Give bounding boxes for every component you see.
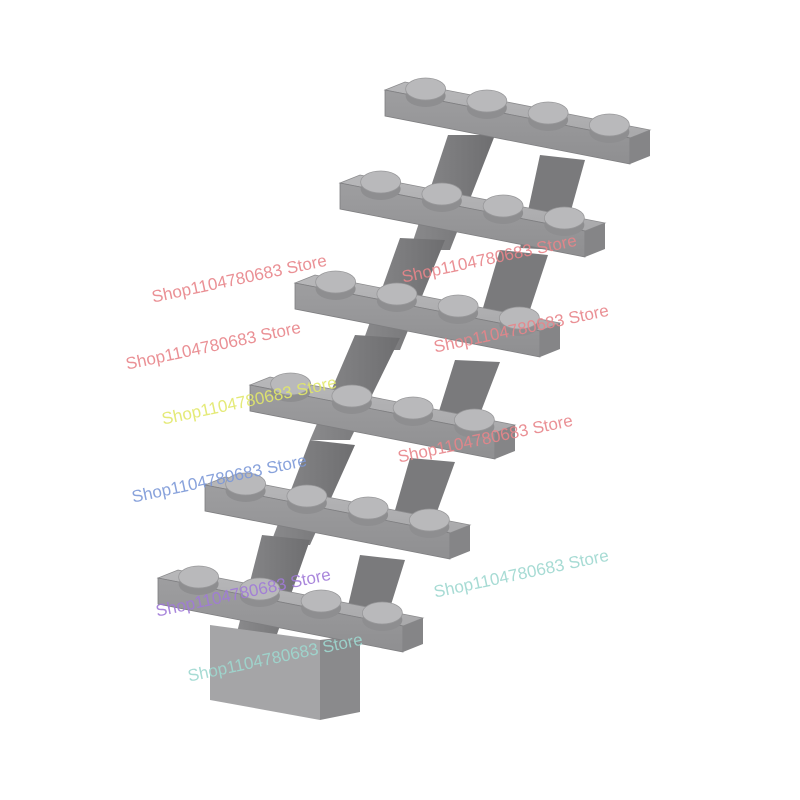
stud — [482, 194, 524, 224]
stud — [405, 77, 447, 107]
stud — [331, 384, 373, 414]
stud — [315, 270, 357, 300]
stud — [437, 294, 479, 324]
step-plates — [156, 77, 652, 653]
base-block — [210, 625, 360, 720]
stud — [453, 408, 495, 438]
stud — [270, 372, 312, 402]
stud — [498, 306, 540, 336]
stud — [360, 170, 402, 200]
stair-plate — [248, 372, 517, 460]
stair-plate — [203, 472, 472, 560]
stud — [361, 601, 403, 631]
stair-plate — [383, 77, 652, 165]
stair-plate — [293, 270, 562, 358]
stud — [178, 565, 220, 595]
stud — [392, 396, 434, 426]
stair-plate — [156, 565, 425, 653]
stud — [225, 472, 267, 502]
stud — [408, 508, 450, 538]
stud — [543, 206, 585, 236]
stud — [300, 589, 342, 619]
stud — [466, 89, 508, 119]
stair-plate — [338, 170, 607, 258]
stud — [527, 101, 569, 131]
stud — [239, 577, 281, 607]
stud — [421, 182, 463, 212]
stud — [588, 113, 630, 143]
stud — [286, 484, 328, 514]
stud — [376, 282, 418, 312]
stud — [347, 496, 389, 526]
